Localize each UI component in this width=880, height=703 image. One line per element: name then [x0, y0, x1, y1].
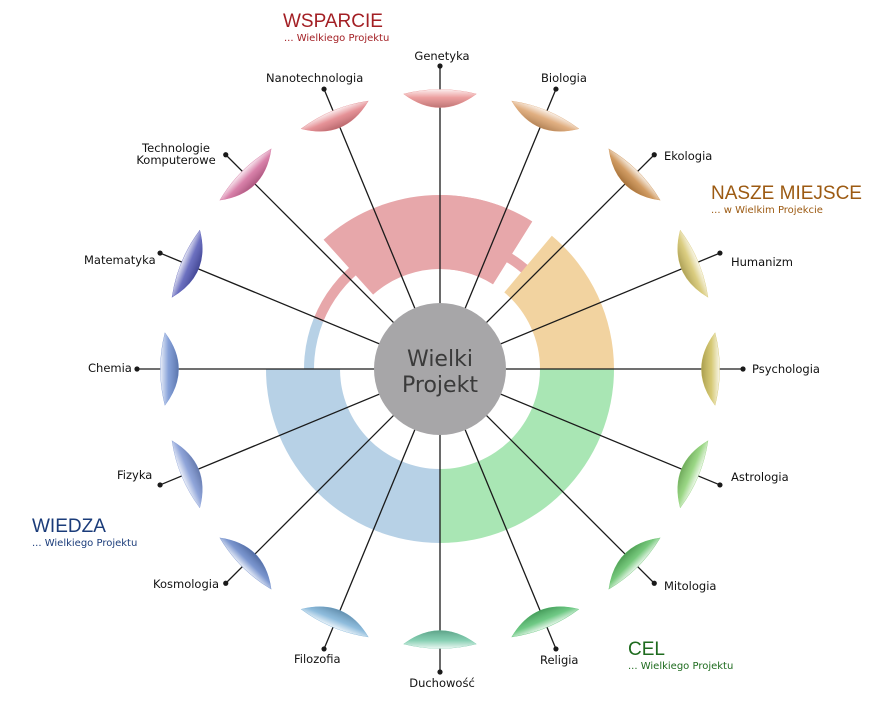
spoke-dot-kosmologia	[223, 580, 229, 586]
label-layer: GenetykaBiologiaEkologiaHumanizmPsycholo…	[84, 49, 820, 690]
lens-layer	[160, 89, 720, 649]
quadrant-subtitle-cel: ... Wielkiego Projektu	[628, 661, 734, 672]
lens-genetyka	[403, 89, 477, 108]
lens-filozofia	[300, 606, 369, 638]
center-circle	[374, 303, 506, 435]
spoke-dot-astrologia	[717, 482, 723, 488]
center-label-line2: Projekt	[402, 373, 478, 398]
label-genetyka: Genetyka	[414, 49, 469, 63]
lens-matematyka	[171, 229, 203, 298]
spoke-dot-genetyka	[437, 63, 443, 69]
label-astrologia: Astrologia	[731, 470, 789, 484]
quadrant-subtitle-wiedza: ... Wielkiego Projektu	[32, 538, 138, 549]
label-biologia: Biologia	[541, 71, 587, 85]
lens-astrologia	[677, 440, 709, 509]
thick-ring-orange	[504, 235, 614, 369]
lens-chemia	[160, 332, 179, 406]
label-psychologia: Psychologia	[752, 362, 820, 376]
label-nanotechnologia: Nanotechnologia	[266, 71, 363, 85]
label-fizyka: Fizyka	[117, 468, 152, 482]
spoke-dot-nanotechnologia	[321, 86, 327, 92]
spoke-dot-biologia	[553, 86, 559, 92]
spoke-dot-technologie-komputerowe	[223, 152, 229, 158]
lens-psychologia	[701, 332, 720, 406]
spoke-dot-filozofia	[321, 646, 327, 652]
quadrant-title-cel: CEL	[628, 639, 665, 660]
label-chemia: Chemia	[88, 361, 132, 375]
center-label-line1: Wielki	[407, 347, 473, 372]
label-mitologia: Mitologia	[664, 579, 716, 593]
lens-nanotechnologia	[300, 100, 369, 132]
lens-biologia	[511, 100, 580, 132]
lens-fizyka	[171, 440, 203, 509]
spoke-dot-religia	[553, 646, 559, 652]
spoke-dot-humanizm	[717, 250, 723, 256]
spoke-dot-psychologia	[740, 366, 746, 372]
quadrant-title-wiedza: WIEDZA	[32, 516, 106, 537]
lens-duchowość	[403, 630, 477, 649]
lens-religia	[511, 606, 580, 638]
label-duchowość: Duchowość	[409, 676, 475, 690]
spoke-dot-duchowość	[437, 669, 443, 675]
lens-technologie-komputerowe	[219, 148, 272, 201]
spoke-dot-chemia	[134, 366, 140, 372]
quadrant-subtitle-wsparcie: ... Wielkiego Projektu	[284, 33, 390, 44]
spoke-dot-ekologia	[651, 152, 657, 158]
label-filozofia: Filozofia	[294, 652, 341, 666]
quadrant-subtitle-nasze-miejsce: ... w Wielkim Projekcie	[711, 205, 823, 216]
lens-kosmologia	[219, 537, 272, 590]
label-ekologia: Ekologia	[664, 149, 712, 163]
spoke-dot-matematyka	[157, 250, 163, 256]
center-node: Wielki Projekt	[374, 303, 506, 435]
lens-humanizm	[677, 229, 709, 298]
label-matematyka: Matematyka	[84, 253, 156, 267]
thick-ring-red-top	[440, 195, 533, 285]
label-kosmologia: Kosmologia	[153, 577, 219, 591]
label-religia: Religia	[540, 653, 578, 667]
lens-mitologia	[608, 537, 661, 590]
quadrant-title-wsparcie: WSPARCIE	[283, 11, 383, 32]
spoke-dot-fizyka	[157, 482, 163, 488]
lens-ekologia	[608, 148, 661, 201]
quadrant-title-nasze-miejsce: NASZE MIEJSCE	[711, 183, 862, 204]
label-humanizm: Humanizm	[731, 255, 793, 269]
spoke-dot-mitologia	[651, 580, 657, 586]
